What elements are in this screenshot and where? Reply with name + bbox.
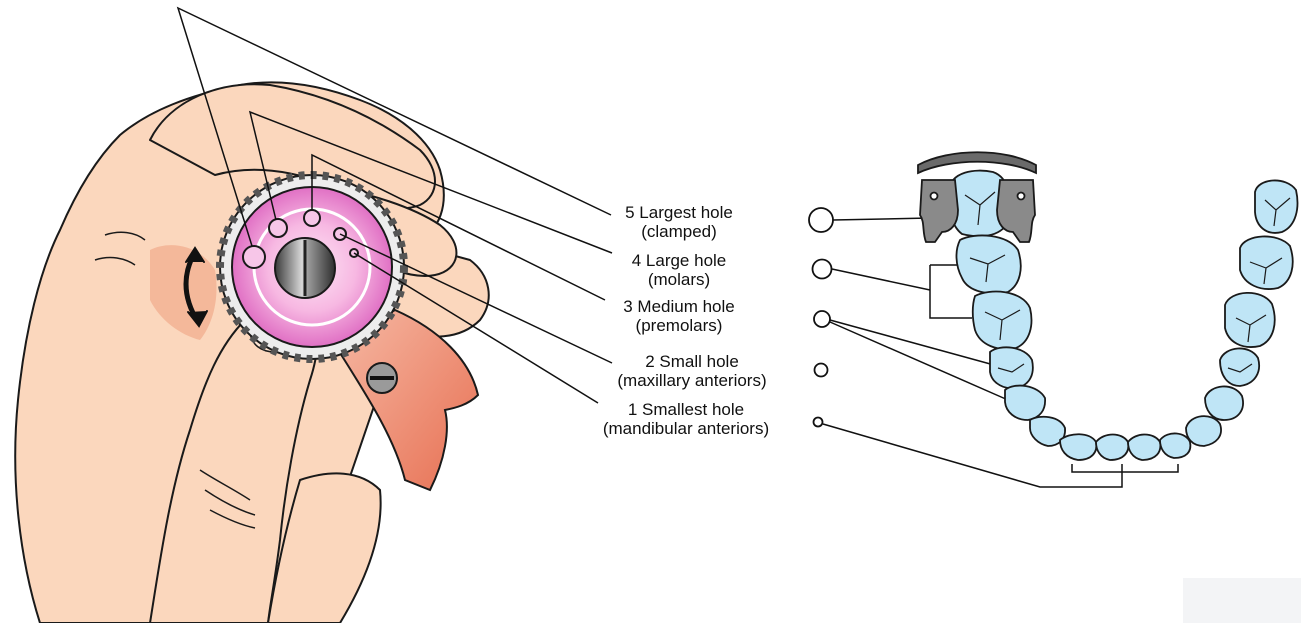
label-hole-2-detail: (maxillary anteriors) bbox=[572, 371, 812, 390]
label-hole-4: 4 Large hole (molars) bbox=[559, 251, 799, 289]
hole-3 bbox=[304, 210, 320, 226]
hole-5 bbox=[243, 246, 265, 268]
corner-placeholder bbox=[1183, 578, 1301, 623]
label-hole-3-title: 3 Medium hole bbox=[559, 297, 799, 316]
tooth-right-premolar-2 bbox=[1220, 348, 1259, 386]
label-hole-3-detail: (premolars) bbox=[559, 316, 799, 335]
label-hole-4-detail: (molars) bbox=[559, 270, 799, 289]
tooth-right-molar-2 bbox=[1240, 236, 1293, 289]
label-hole-5-detail: (clamped) bbox=[559, 222, 799, 241]
label-hole-1-title: 1 Smallest hole bbox=[566, 400, 806, 419]
label-hole-5-title: 5 Largest hole bbox=[559, 203, 799, 222]
size-circle-2 bbox=[815, 364, 828, 377]
label-hole-4-title: 4 Large hole bbox=[559, 251, 799, 270]
tooth-left-molar-2 bbox=[956, 235, 1020, 293]
tooth-incisor-2 bbox=[1096, 435, 1128, 461]
tooth-incisor-3 bbox=[1128, 435, 1160, 461]
label-hole-3: 3 Medium hole (premolars) bbox=[559, 297, 799, 335]
tooth-incisor-4 bbox=[1160, 433, 1190, 458]
tooth-left-premolar-2 bbox=[990, 347, 1033, 388]
label-hole-2: 2 Small hole (maxillary anteriors) bbox=[572, 352, 812, 390]
clamp-jaw-right bbox=[997, 180, 1035, 242]
hole-4 bbox=[269, 219, 287, 237]
label-hole-5: 5 Largest hole (clamped) bbox=[559, 203, 799, 241]
tooth-incisor-1 bbox=[1060, 434, 1096, 460]
tooth-right-canine bbox=[1186, 416, 1221, 446]
size-circle-5 bbox=[809, 208, 833, 232]
size-circle-3 bbox=[814, 311, 830, 327]
label-hole-2-title: 2 Small hole bbox=[572, 352, 812, 371]
clamp-jaw-left bbox=[920, 180, 958, 242]
label-hole-1-detail: (mandibular anteriors) bbox=[566, 419, 806, 438]
tooth-right-premolar-1 bbox=[1205, 386, 1243, 420]
size-circle-1 bbox=[814, 418, 823, 427]
tooth-right-molar-1 bbox=[1225, 293, 1275, 347]
tooth-left-premolar-1 bbox=[1005, 386, 1045, 420]
size-circle-4 bbox=[813, 260, 832, 279]
label-hole-1: 1 Smallest hole (mandibular anteriors) bbox=[566, 400, 806, 438]
hole-size-legend bbox=[809, 208, 833, 427]
tooth-right-molar-3 bbox=[1255, 180, 1297, 232]
